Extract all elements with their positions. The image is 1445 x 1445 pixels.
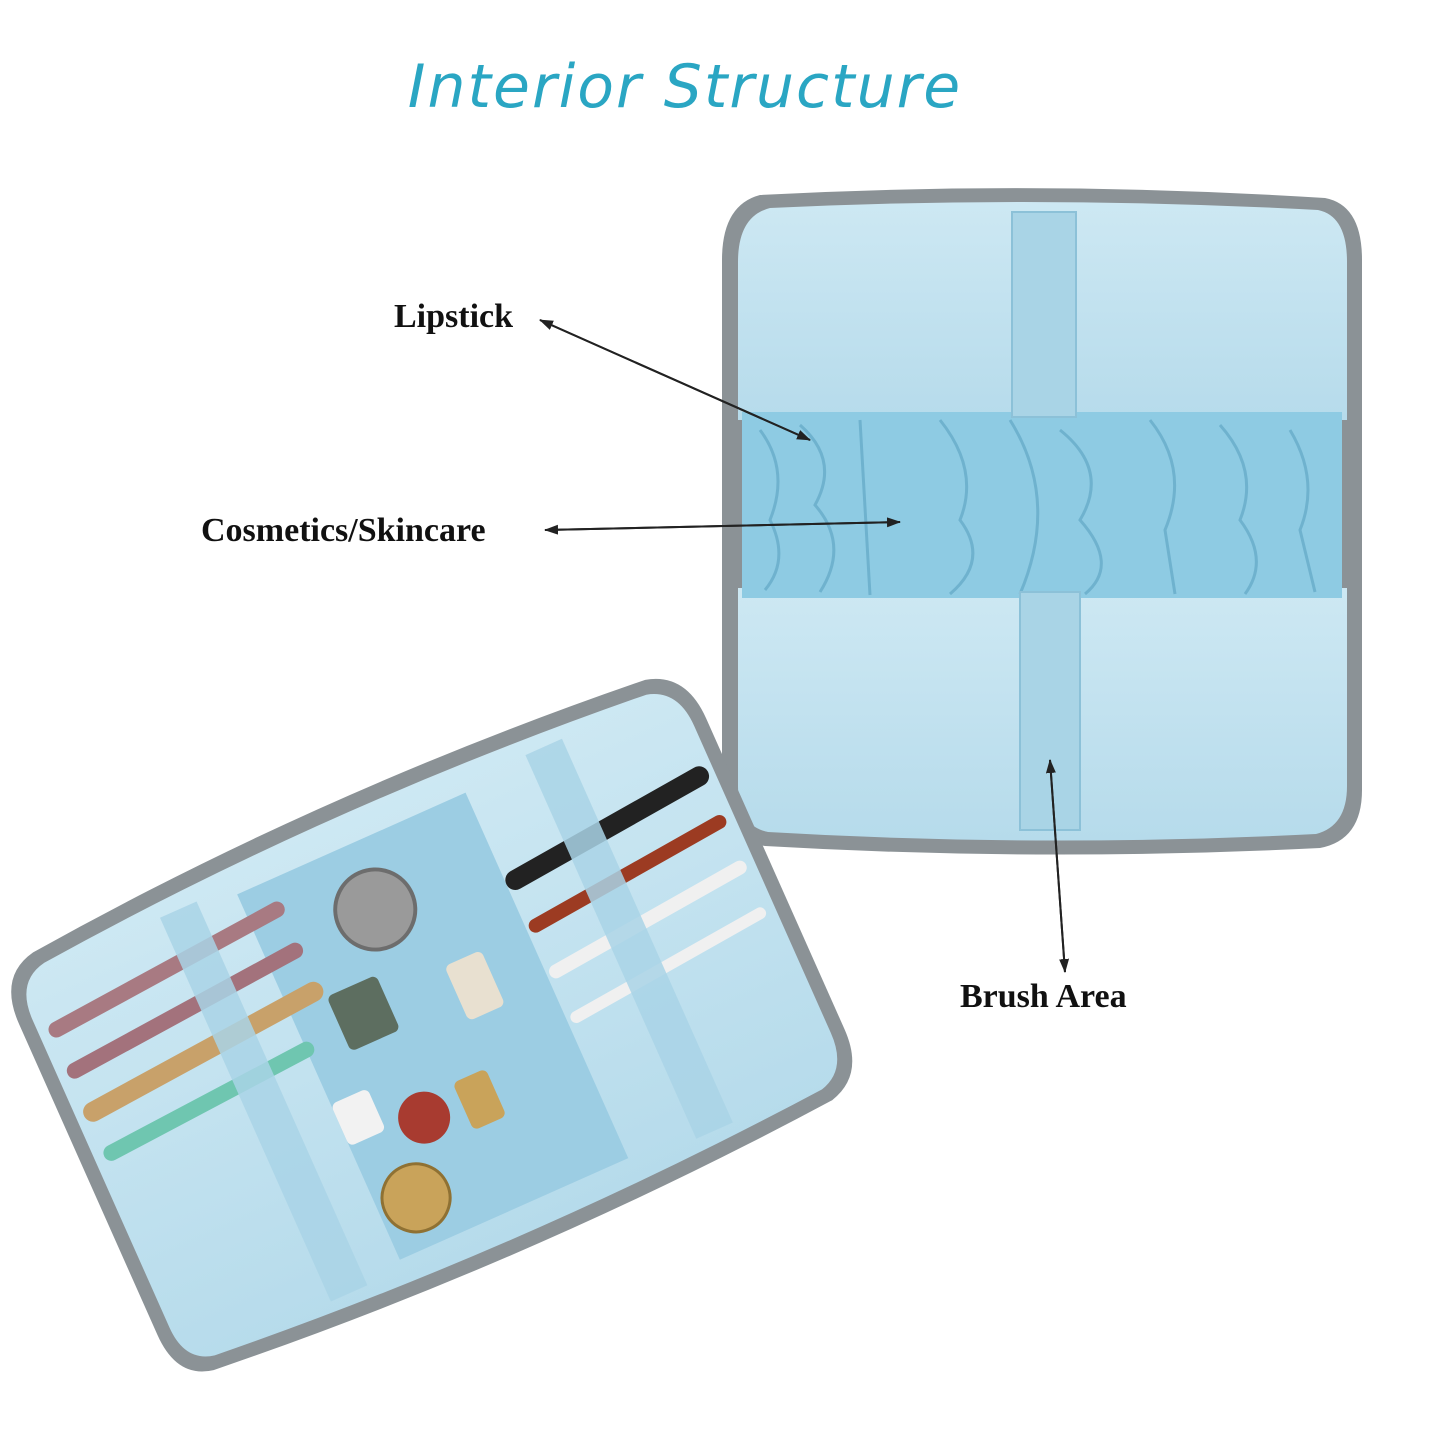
upper-elastic-strap	[1011, 211, 1077, 418]
filled-organizer	[11, 678, 853, 1372]
center-pocket-band	[742, 412, 1342, 598]
lower-elastic-strap	[1019, 591, 1081, 831]
brush-area-label: Brush Area	[960, 978, 1127, 1015]
brush-handles-left	[48, 901, 324, 1161]
brush-handles-right	[505, 766, 767, 1024]
cosmetic-items	[328, 867, 505, 1234]
cosmetics-arrow-right	[544, 517, 901, 531]
filled-left-strap	[160, 901, 368, 1302]
filled-right-strap	[525, 738, 733, 1139]
open-organizer-top-view	[722, 188, 1362, 855]
brush-arrow-down	[1049, 759, 1070, 973]
page-title: Interior Structure	[407, 52, 963, 122]
lipstick-label: Lipstick	[394, 298, 514, 335]
lipstick-arrow-right	[539, 319, 811, 441]
pocket-pleats	[758, 419, 1317, 596]
cosmetics-label: Cosmetics/Skincare	[201, 512, 486, 549]
